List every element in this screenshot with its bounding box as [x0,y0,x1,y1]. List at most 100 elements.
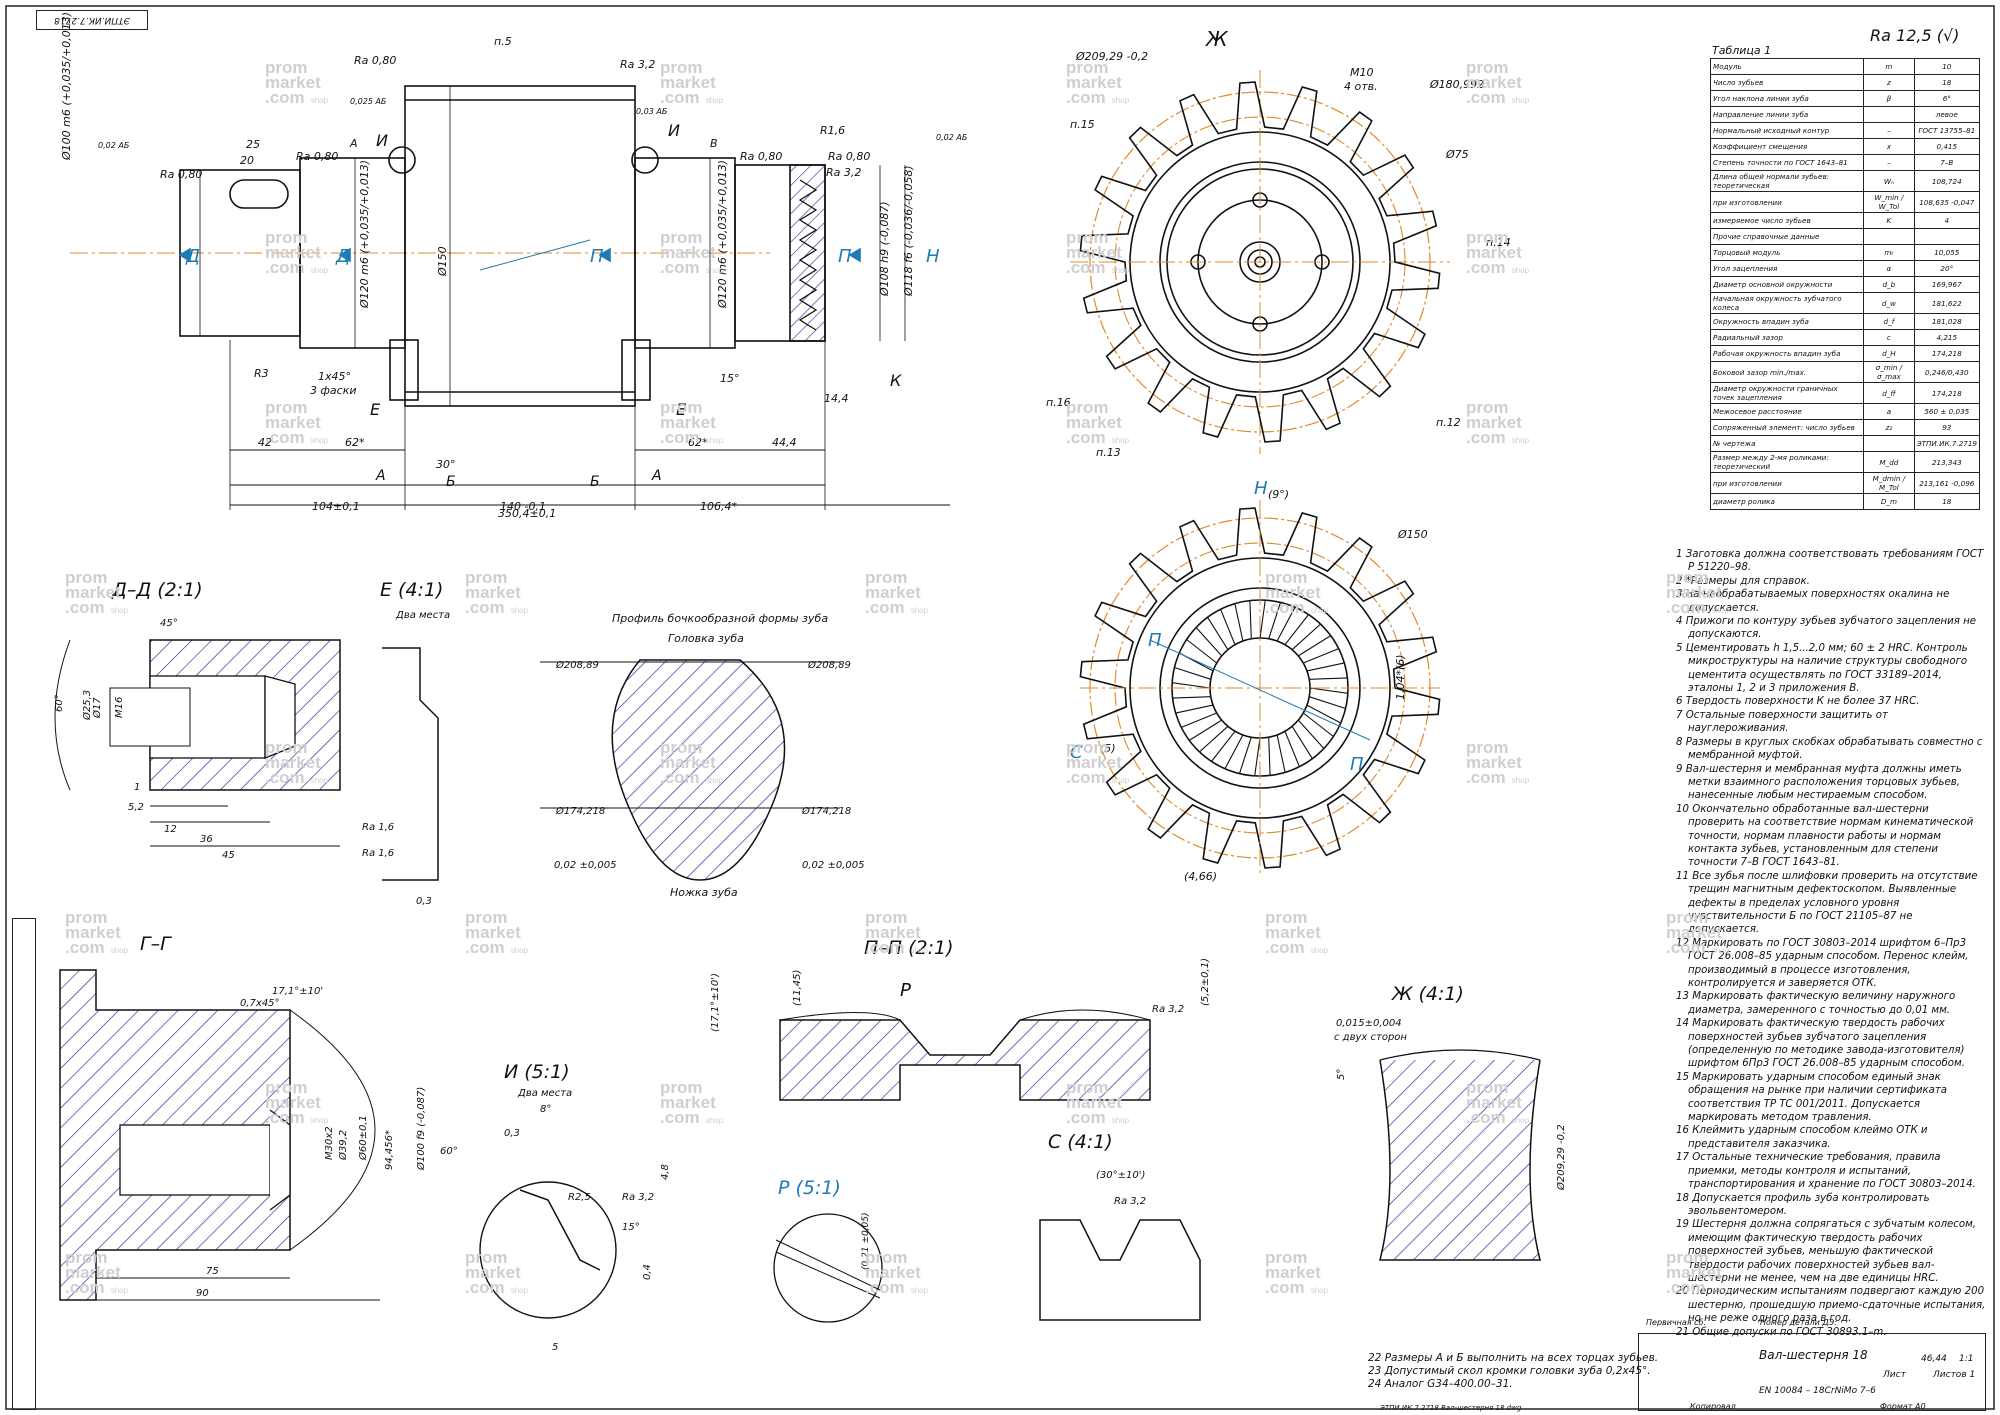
note-item: 23 Допустимый скол кромки головки зуба 0… [1368,1365,1651,1377]
technical-notes: 1 Заготовка должна соответствовать требо… [1676,548,1986,1339]
d108-label: Ø108 h9 (-0,087) [878,201,891,297]
table-cell: z₂ [1863,419,1915,436]
sheets-total: Листов 1 [1933,1370,1976,1380]
letter-n1: Н [926,246,940,267]
profile-tol1: 0,02 ±0,005 [554,860,616,871]
letter-b3: Б [590,474,600,490]
ra-main-left: Ra 0,80 [354,54,396,67]
profile-foot: Ножка зуба [670,886,738,899]
i-d4: 15° [622,1222,640,1233]
spline-spoke [1291,623,1321,651]
gg-title: Г–Г [140,933,172,955]
table-row: Степень точности по ГОСТ 1643–81–7–В [1709,154,1981,171]
profile-tol2: 0,02 ±0,005 [802,860,864,871]
table-cell: d_H [1863,345,1915,362]
ang15: 15° [720,372,740,385]
table-cell: 108,724 [1913,170,1981,192]
gear1-p13: п.13 [1096,446,1121,459]
note-item: 15 Маркировать ударным способом единый з… [1676,1071,1948,1124]
spline-spoke [1207,617,1229,650]
table-cell: левое [1913,106,1981,123]
dim-20: 20 [240,154,254,167]
profile-head: Головка зуба [668,632,744,645]
letter-p1: П [590,246,604,267]
note-item: 11 Все зубья после шлифовки проверить на… [1676,870,1978,936]
table-cell: β [1863,90,1915,107]
spline-spoke [1284,731,1300,767]
gear1-p15: п.15 [1070,118,1095,131]
pp-d2: (11,45) [792,970,803,1006]
dd-d6: 5,2 [128,802,144,813]
table-cell: Рабочая окружность впадин зуба [1709,345,1865,362]
letter-d1: Д [185,246,200,267]
letter-e2: Е [676,400,687,419]
d118-label: Ø118 f6 (-0,036/-0,058) [902,165,915,297]
table-cell: mₜ [1863,244,1915,261]
ra-main-d: Ra 3,2 [826,166,861,179]
table-cell: диаметр ролика [1709,493,1865,510]
r-dim: (0,21 ±0,05) [861,1212,871,1270]
n5-label: п.5 [494,35,512,48]
table-cell: Окружность впадин зуба [1709,313,1865,330]
spline-spoke [1175,704,1214,714]
note-item: 5 Цементировать h 1,5...2,0 мм; 60 ± 2 H… [1676,642,1968,695]
table-cell: K [1863,212,1915,229]
table-cell: измеряемое число зубьев [1709,212,1865,229]
shaft-main-labels: Ø100 m6 (+0,035/+0,013) Д Д П П Н Е Е И … [60,12,968,520]
gear-teeth [1079,81,1441,443]
table-cell: Диаметр основной окружности [1709,276,1865,293]
letter-d2: Д [335,246,350,267]
spline-spoke [1174,666,1211,680]
detail-zh: Ж (4:1) 0,015±0,004 с двух сторон 5° Ø20… [1334,983,1567,1261]
zh-d1: с двух сторон [1334,1032,1407,1043]
table-cell: Направление линии зуба [1709,106,1865,123]
gear2-p2: П [1350,754,1364,775]
table-cell [1913,228,1981,245]
r3-label: R3 [254,367,269,380]
tol5: 0,02 АБ [936,133,968,142]
ra-main-b: Ra 0,80 [296,150,338,163]
table-cell: σ_min / σ_max [1863,361,1915,383]
section-pp: П–П (2:1) P (17,1°±10') (11,45) (5,2±0,1… [710,937,1211,1101]
gear2-466: (4,66) [1184,870,1217,883]
gear1-holes: 4 отв. [1344,80,1378,93]
gear-end-view [1079,500,1441,876]
gear1-p12: п.12 [1436,416,1461,429]
note-item: 24 Аналог G34–400.00–31. [1368,1378,1513,1390]
gg-d9: 90 [196,1288,209,1299]
table-cell: 0,246/0,430 [1913,361,1981,383]
dd-title: Д–Д (2:1) [111,579,203,601]
table-cell: 4 [1913,212,1981,229]
note-item: 4 Прижоги по контуру зубьев зубчатого за… [1676,616,1977,641]
profile-d208a: Ø208,89 [555,659,599,671]
dd-d3: Ø17 [91,697,103,719]
c-title: С (4:1) [1048,1131,1113,1153]
note-item: 9 Вал-шестерня и мембранная муфта должны… [1676,763,1962,802]
chamfer2-label: 3 фаски [310,384,356,397]
r16-label: R1,6 [820,124,845,137]
profile-d174b: Ø174,218 [801,805,851,817]
spline-spoke [1224,734,1244,769]
spline-spoke [1189,719,1222,741]
table-cell: c [1863,329,1915,346]
format: Формат А0 [1880,1402,1926,1411]
spline-spoke [1195,627,1223,657]
spline-spoke [1220,609,1236,645]
